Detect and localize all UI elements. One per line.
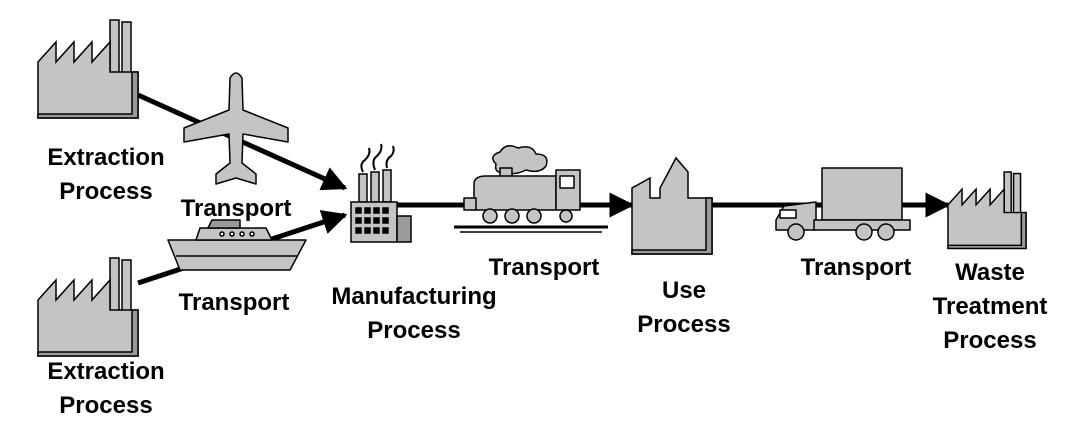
label-line: Transport: [178, 289, 290, 316]
label-line: Process: [59, 178, 153, 205]
label-line: Transport: [488, 254, 600, 281]
transport-ship-label: Transport: [164, 286, 304, 320]
label-line: Process: [367, 317, 461, 344]
use-label: Use Process: [614, 274, 754, 342]
label-line: Transport: [180, 195, 292, 222]
extraction-bottom-label: Extraction Process: [26, 355, 186, 423]
waste-label: Waste Treatment Process: [920, 256, 1060, 358]
plant-icon: [350, 143, 412, 243]
label-line: Process: [637, 311, 731, 338]
factory-icon: [37, 257, 139, 357]
label-line: Waste: [955, 259, 1025, 286]
label-line: Transport: [800, 254, 912, 281]
transport-airplane-label: Transport: [168, 192, 304, 226]
label-line: Manufacturing: [331, 283, 497, 310]
airplane-icon: [183, 72, 289, 185]
label-line: Process: [59, 392, 153, 419]
factory-icon: [37, 19, 139, 119]
label-line: Treatment: [932, 293, 1048, 320]
label-line: Use: [661, 277, 707, 304]
transport-train-label: Transport: [474, 251, 614, 285]
train-icon: [454, 145, 608, 233]
label-line: Extraction: [47, 358, 165, 385]
transport-truck-label: Transport: [786, 251, 926, 285]
building-icon: [631, 156, 713, 255]
factory-icon: [947, 171, 1027, 250]
ship-icon: [167, 219, 307, 271]
label-line: Process: [943, 327, 1037, 354]
manufacturing-label: Manufacturing Process: [306, 280, 522, 348]
extraction-top-label: Extraction Process: [26, 141, 186, 209]
truck-icon: [775, 167, 911, 241]
label-line: Extraction: [47, 144, 165, 171]
